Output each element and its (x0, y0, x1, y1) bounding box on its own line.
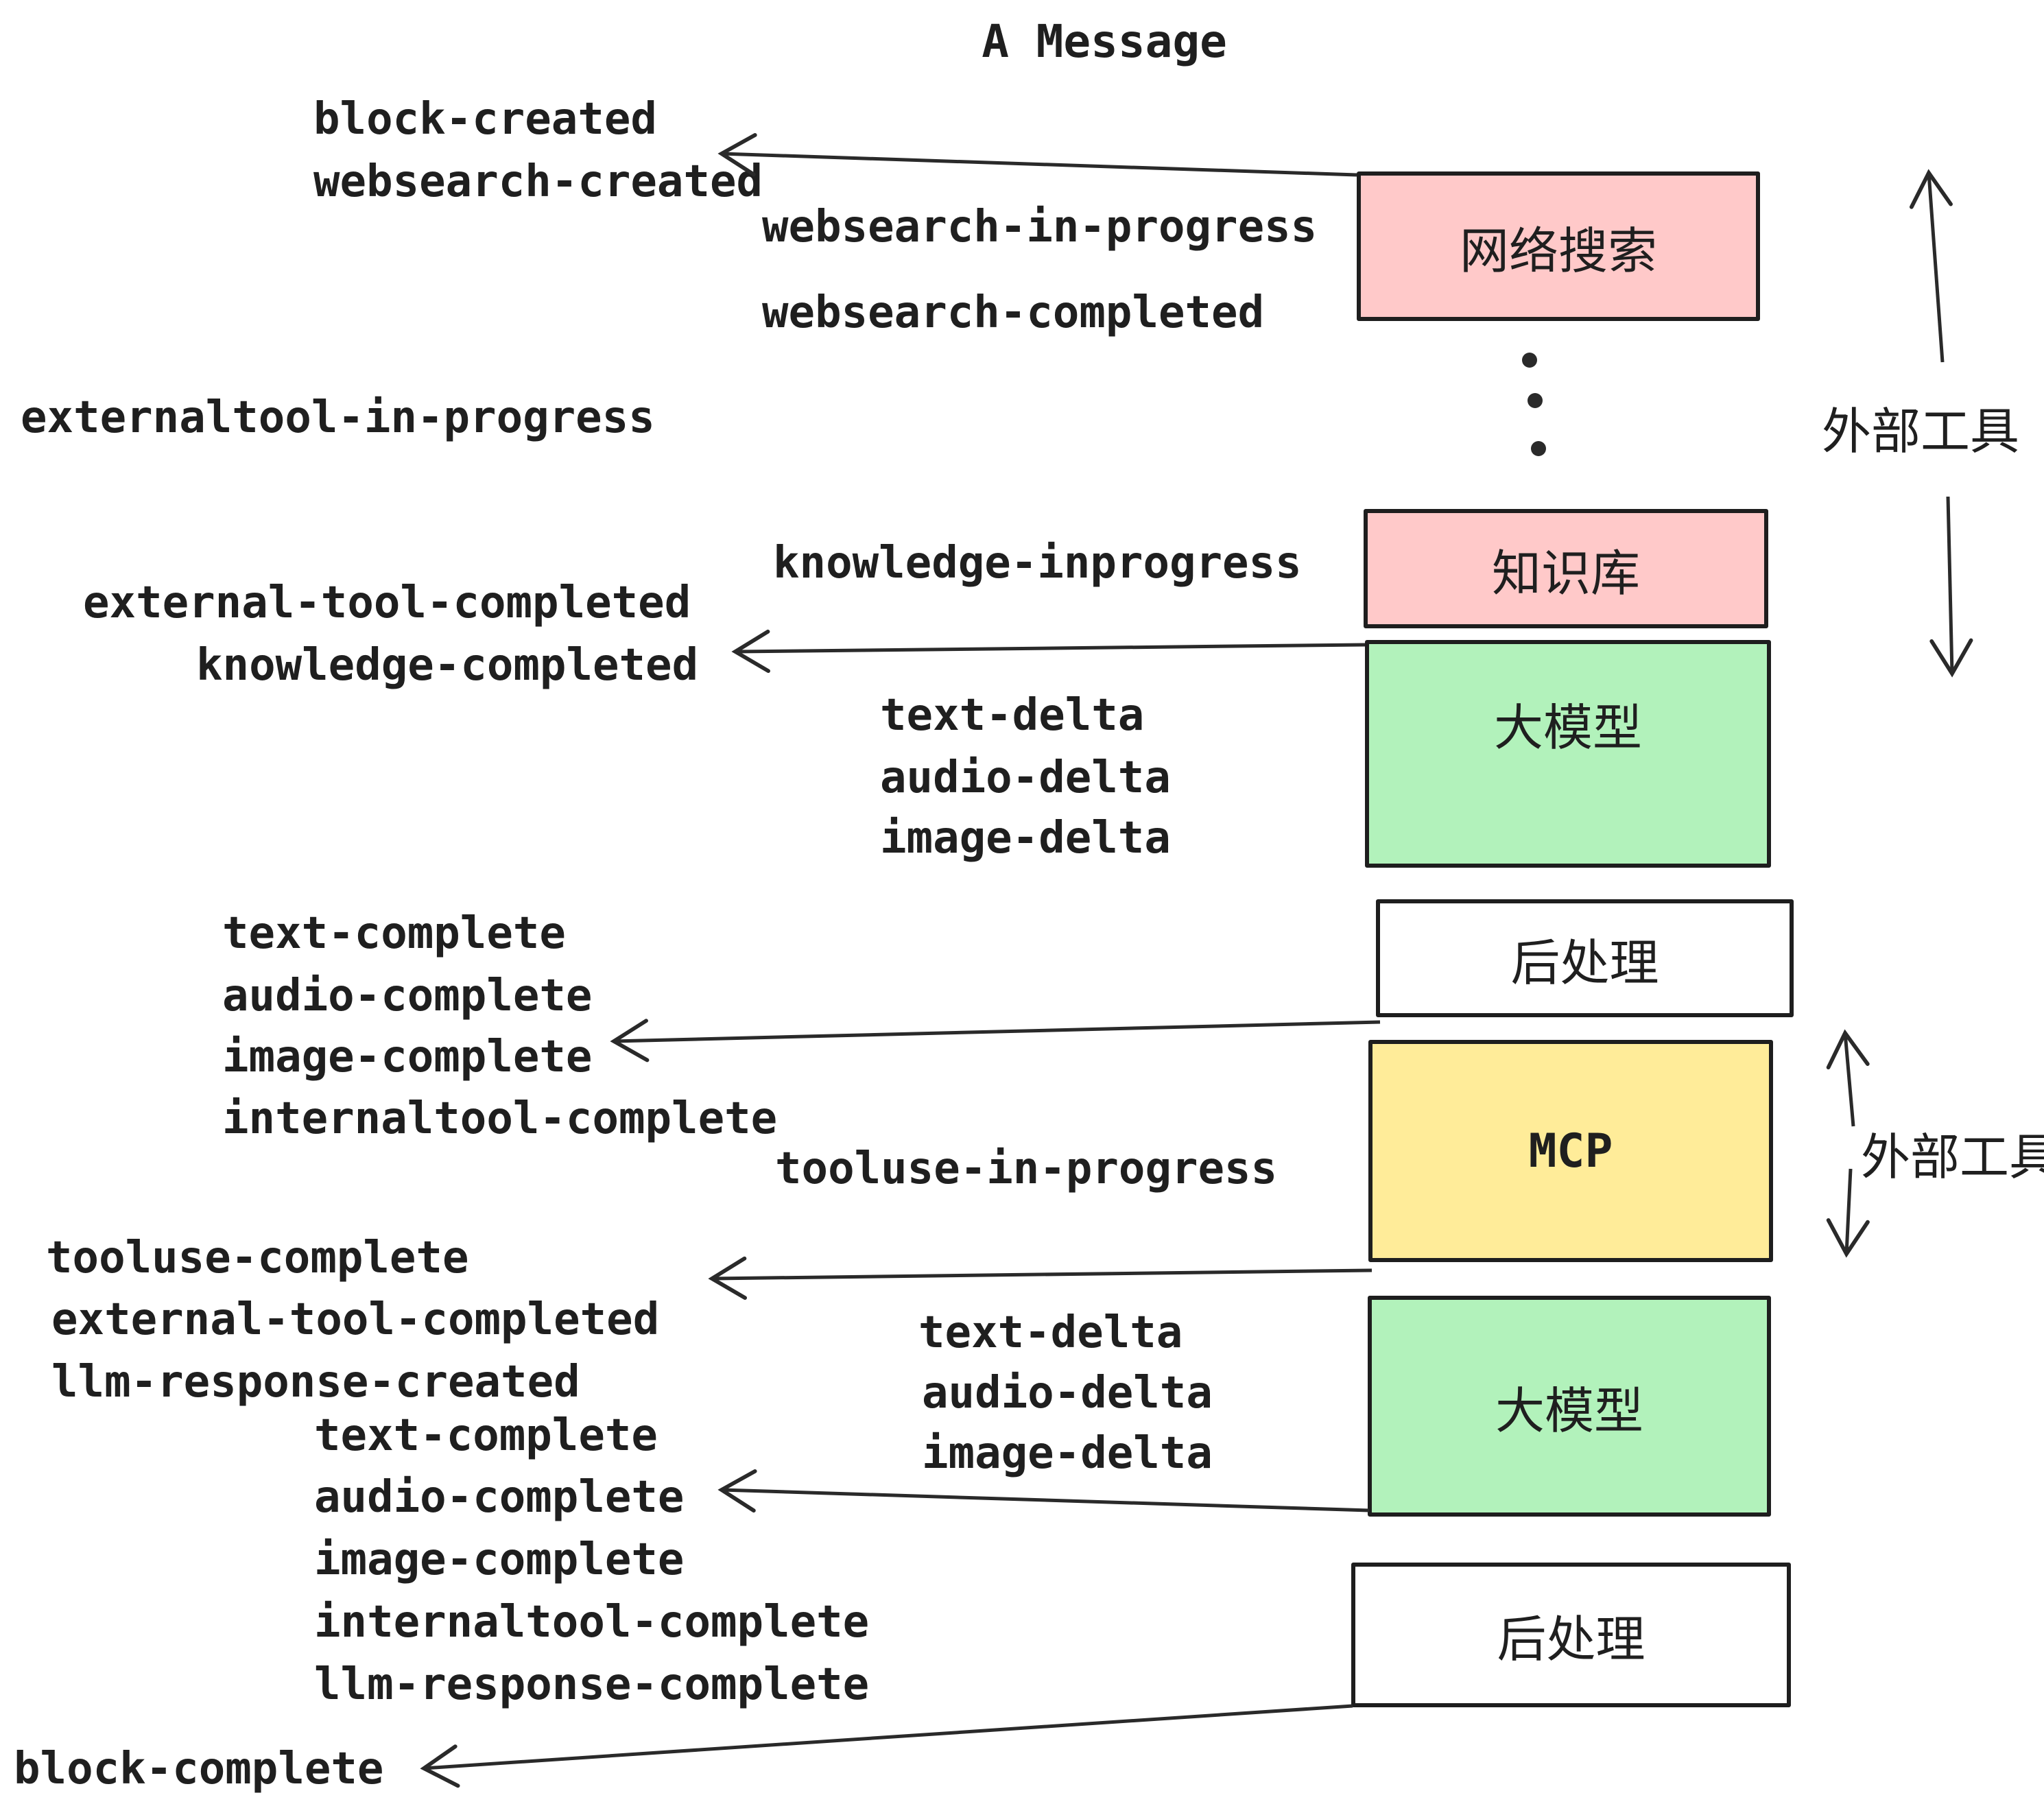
side-label-external-tools-1: 外部工具 (1822, 403, 2020, 460)
box-llm-2: 大模型 (1368, 1296, 1771, 1517)
arrow-llm2-to-audio-complete (717, 1469, 1370, 1513)
event-label-internaltool-complete-2: internaltool-complete (314, 1597, 870, 1648)
arrow-line (708, 1256, 1372, 1300)
arrow-line (420, 1704, 1353, 1788)
event-label-image-complete-2: image-complete (314, 1534, 685, 1585)
arrow-websearch-to-block-created (717, 133, 1357, 177)
event-label-internaltool-complete-1: internaltool-complete (222, 1093, 778, 1144)
arrow-line (610, 1019, 1381, 1063)
box-websearch: 网络搜索 (1357, 171, 1760, 321)
arrow-line (731, 629, 1366, 674)
arrow-down-line (1929, 496, 1973, 678)
event-label-external-tool-completed-2: external-tool-completed (51, 1294, 660, 1345)
event-label-audio-delta-2: audio-delta (922, 1368, 1213, 1419)
event-label-image-complete-1: image-complete (222, 1032, 593, 1082)
box-post-2-label: 后处理 (1497, 1611, 1645, 1668)
event-label-block-complete: block-complete (14, 1744, 384, 1794)
arrow-up-line (1909, 169, 1953, 363)
arrow-line (717, 1469, 1370, 1513)
box-llm-1: 大模型 (1365, 640, 1771, 868)
diagram-title: A Message (982, 15, 1227, 68)
arrow-llm1-to-knowledge-completed (731, 629, 1366, 674)
event-label-text-complete-2: text-complete (314, 1410, 658, 1461)
arrow-post1-to-image-complete (610, 1019, 1381, 1063)
event-label-tooluse-in-progress: tooluse-in-progress (775, 1143, 1278, 1194)
side-label-external-tools-2: 外部工具 (1861, 1128, 2044, 1186)
event-label-websearch-created: websearch-created (313, 156, 763, 207)
box-post-1-label: 后处理 (1510, 934, 1659, 992)
box-llm-1-label: 大模型 (1493, 698, 1642, 757)
box-post-2: 后处理 (1351, 1563, 1791, 1707)
arrow-line (717, 133, 1357, 177)
box-mcp: MCP (1368, 1040, 1773, 1262)
event-label-text-delta-1: text-delta (880, 690, 1145, 741)
arrow-mcp-to-tooluse-complete (708, 1256, 1372, 1300)
box-knowledge-label: 知识库 (1491, 544, 1640, 602)
dots-more-external-tools (1522, 353, 1546, 456)
event-label-external-tool-completed-1: external-tool-completed (83, 578, 691, 628)
box-websearch-label: 网络搜索 (1459, 222, 1657, 280)
event-label-audio-complete-1: audio-complete (222, 971, 593, 1021)
dot-icon (1531, 441, 1546, 456)
event-label-text-complete-1: text-complete (222, 908, 566, 959)
event-label-audio-complete-2: audio-complete (314, 1472, 685, 1523)
event-label-llm-response-complete: llm-response-complete (314, 1659, 870, 1710)
arrow-post2-to-block-complete (420, 1704, 1353, 1788)
event-label-knowledge-inprogress: knowledge-inprogress (773, 538, 1302, 589)
dot-icon (1522, 353, 1537, 368)
event-label-image-delta-1: image-delta (880, 813, 1171, 864)
event-label-llm-response-created: llm-response-created (51, 1357, 580, 1408)
box-knowledge: 知识库 (1364, 509, 1768, 628)
event-label-block-created: block-created (313, 94, 657, 145)
double-arrow-external-tools-2 (1826, 1029, 1870, 1258)
event-label-tooluse-complete: tooluse-complete (46, 1233, 469, 1283)
event-label-text-delta-2: text-delta (918, 1307, 1183, 1358)
dot-icon (1528, 393, 1543, 408)
event-label-websearch-completed: websearch-completed (762, 287, 1265, 338)
event-label-audio-delta-1: audio-delta (880, 752, 1171, 803)
event-label-websearch-in-progress: websearch-in-progress (762, 202, 1318, 252)
box-mcp-label: MCP (1528, 1124, 1613, 1178)
box-llm-2-label: 大模型 (1495, 1381, 1643, 1440)
arrow-up-line (1826, 1029, 1870, 1127)
event-label-externaltool-in-progress: externaltool-in-progress (21, 392, 655, 443)
event-label-image-delta-2: image-delta (922, 1428, 1213, 1479)
arrow-down-line (1826, 1168, 1870, 1258)
event-label-knowledge-completed: knowledge-completed (196, 640, 699, 691)
box-post-1: 后处理 (1376, 899, 1794, 1017)
